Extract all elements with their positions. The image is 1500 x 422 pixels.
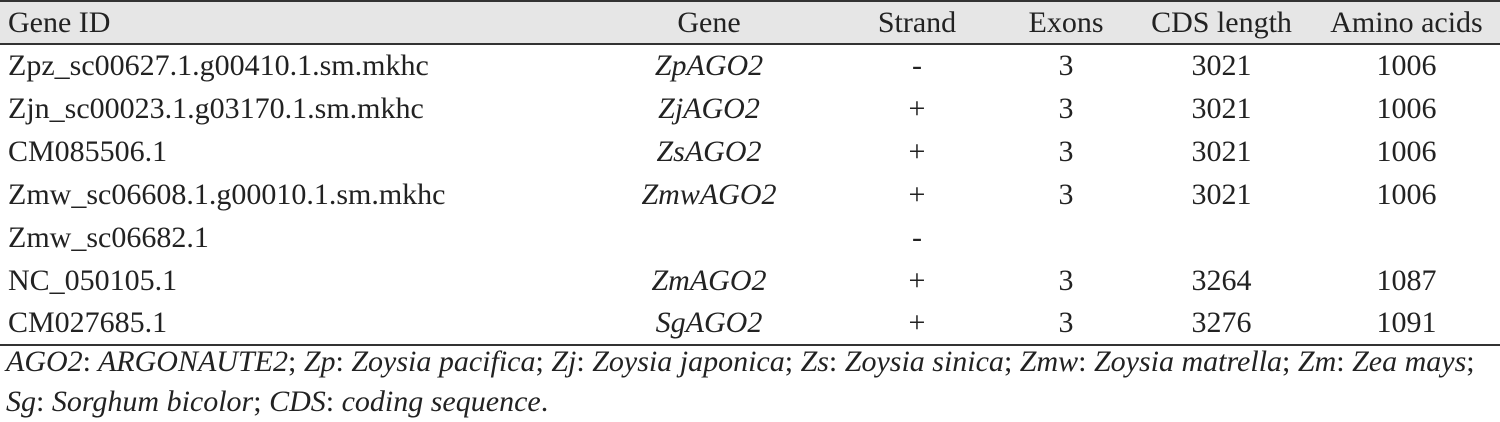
footnote-abbr: Zm (1297, 345, 1337, 378)
cell-gene: ZmAGO2 (651, 263, 767, 297)
footnote-period: . (540, 385, 549, 418)
footnote-semicolon: ; (253, 385, 262, 418)
cell-strand: - (912, 49, 922, 82)
footnote-semicolon: ; (1003, 345, 1013, 378)
table-footnote: AGO2: ARGONAUTE2; Zp: Zoysia pacifica; Z… (6, 342, 1494, 422)
cell-gene: SgAGO2 (578, 302, 840, 346)
table-row: Zmw_sc06682.1 - (0, 216, 1500, 259)
cell-amino-acids: 1006 (1376, 91, 1437, 125)
cell-amino-acids: 1087 (1376, 263, 1437, 297)
cell-exons: 3 (1058, 263, 1074, 297)
cell-cds-length: 3021 (1191, 49, 1252, 82)
cell-cds-length: 3021 (1191, 177, 1252, 211)
cell-gene-id: Zjn_sc00023.1.g03170.1.sm.mkhc (8, 91, 424, 125)
footnote-semicolon: ; (1466, 345, 1475, 378)
cell-strand: + (908, 177, 926, 211)
footnote-full: Zea mays (1352, 345, 1467, 378)
table-row: Zpz_sc00627.1.g00410.1.sm.mkhc ZpAGO2 - … (0, 44, 1500, 87)
table-header-row: Gene ID Gene Strand Exons CDS length Ami… (0, 0, 1500, 45)
footnote-abbr: CDS (269, 385, 326, 418)
footnote-semicolon: ; (535, 345, 544, 378)
cell-exons (994, 216, 1138, 259)
gene-table: Gene ID Gene Strand Exons CDS length Ami… (0, 0, 1500, 346)
footnote-abbr: Zj (551, 345, 577, 378)
cell-strand: + (908, 91, 926, 125)
footnote-full: ARGONAUTE2 (97, 345, 288, 378)
cell-gene-id: Zmw_sc06682.1 (8, 220, 209, 254)
header-gene: Gene (578, 0, 840, 45)
cell-strand: + (908, 134, 926, 168)
cell-exons: 3 (1058, 134, 1074, 168)
table-row: CM027685.1 SgAGO2 + 3 3276 1091 (0, 302, 1500, 346)
cell-gene-id: CM027685.1 (0, 302, 578, 346)
footnote-semicolon: ; (287, 345, 297, 378)
footnote-full: Zoysia sinica (844, 345, 1004, 378)
footnote-full: Zoysia japonica (592, 345, 785, 378)
cell-amino-acids: 1091 (1305, 302, 1500, 346)
cell-amino-acids (1305, 216, 1500, 259)
cell-gene: ZsAGO2 (656, 134, 762, 168)
table-row: Zmw_sc06608.1.g00010.1.sm.mkhc ZmwAGO2 +… (0, 173, 1500, 216)
cell-gene: ZmwAGO2 (641, 177, 777, 211)
cell-amino-acids: 1006 (1376, 49, 1437, 82)
footnote-colon: : (828, 345, 838, 378)
header-strand: Strand (840, 0, 994, 45)
footnote-semicolon: ; (784, 345, 794, 378)
footnote-abbr: Zs (800, 345, 829, 378)
footnote-full: Zoysia matrella (1093, 345, 1283, 378)
cell-strand: - (912, 220, 922, 254)
header-gene-id: Gene ID (0, 0, 578, 45)
footnote-abbr: Zmw (1019, 345, 1079, 378)
footnote-semicolon: ; (1282, 345, 1291, 378)
header-amino-acids: Amino acids (1305, 0, 1500, 45)
cell-exons: 3 (1058, 49, 1074, 82)
cell-cds-length: 3021 (1191, 134, 1252, 168)
footnote-colon: : (325, 385, 335, 418)
footnote-colon: : (1078, 345, 1087, 378)
cell-amino-acids: 1006 (1376, 177, 1437, 211)
footnote-colon: : (576, 345, 585, 378)
cell-exons: 3 (1058, 91, 1074, 125)
cell-strand: + (908, 263, 926, 297)
cell-cds-length: 3021 (1191, 91, 1252, 125)
cell-strand: + (840, 302, 994, 346)
footnote-abbr: Zp (303, 345, 336, 378)
footnote-full: coding sequence (341, 385, 541, 418)
footnote-abbr: AGO2 (6, 345, 83, 378)
footnote-colon: : (82, 345, 91, 378)
cell-gene: ZpAGO2 (654, 49, 764, 82)
footnote-colon: : (1336, 345, 1345, 378)
cell-gene-id: CM085506.1 (8, 134, 168, 168)
footnote-full: Zoysia pacifica (351, 345, 536, 378)
cell-exons: 3 (1058, 177, 1074, 211)
table-row: Zjn_sc00023.1.g03170.1.sm.mkhc ZjAGO2 + … (0, 87, 1500, 130)
footnote-colon: : (335, 345, 344, 378)
footnote-full: Sorghum bicolor (51, 385, 254, 418)
cell-cds-length (1138, 216, 1305, 259)
table-row: CM085506.1 ZsAGO2 + 3 3021 1006 (0, 130, 1500, 173)
cell-gene-id: NC_050105.1 (8, 263, 178, 297)
header-exons: Exons (994, 0, 1138, 45)
header-cds-length: CDS length (1138, 0, 1305, 45)
cell-gene-id: Zmw_sc06608.1.g00010.1.sm.mkhc (8, 177, 446, 211)
footnote-abbr: Sg (6, 385, 36, 418)
cell-gene (578, 216, 840, 259)
cell-gene: ZjAGO2 (658, 91, 760, 125)
cell-exons: 3 (994, 302, 1138, 346)
cell-cds-length: 3264 (1191, 263, 1252, 297)
footnote-colon: : (36, 385, 45, 418)
cell-amino-acids: 1006 (1376, 134, 1437, 168)
cell-cds-length: 3276 (1138, 302, 1305, 346)
table-row: NC_050105.1 ZmAGO2 + 3 3264 1087 (0, 259, 1500, 302)
cell-gene-id: Zpz_sc00627.1.g00410.1.sm.mkhc (8, 49, 429, 82)
table-body: Zpz_sc00627.1.g00410.1.sm.mkhc ZpAGO2 - … (0, 44, 1500, 346)
